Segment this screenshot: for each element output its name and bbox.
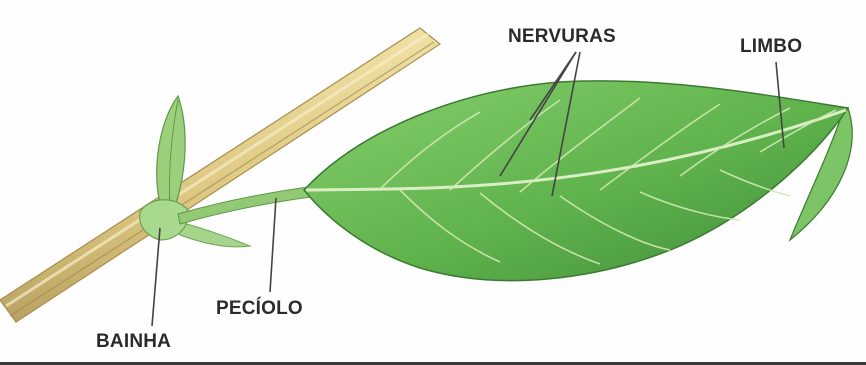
pointer-peciolo bbox=[270, 198, 276, 292]
label-peciolo: PECÍOLO bbox=[216, 298, 303, 320]
label-bainha: BAINHA bbox=[96, 331, 171, 353]
pointer-bainha bbox=[152, 228, 160, 326]
label-nervuras: NERVURAS bbox=[508, 26, 616, 48]
leaf-blade bbox=[304, 81, 852, 281]
label-limbo: LIMBO bbox=[740, 36, 802, 58]
